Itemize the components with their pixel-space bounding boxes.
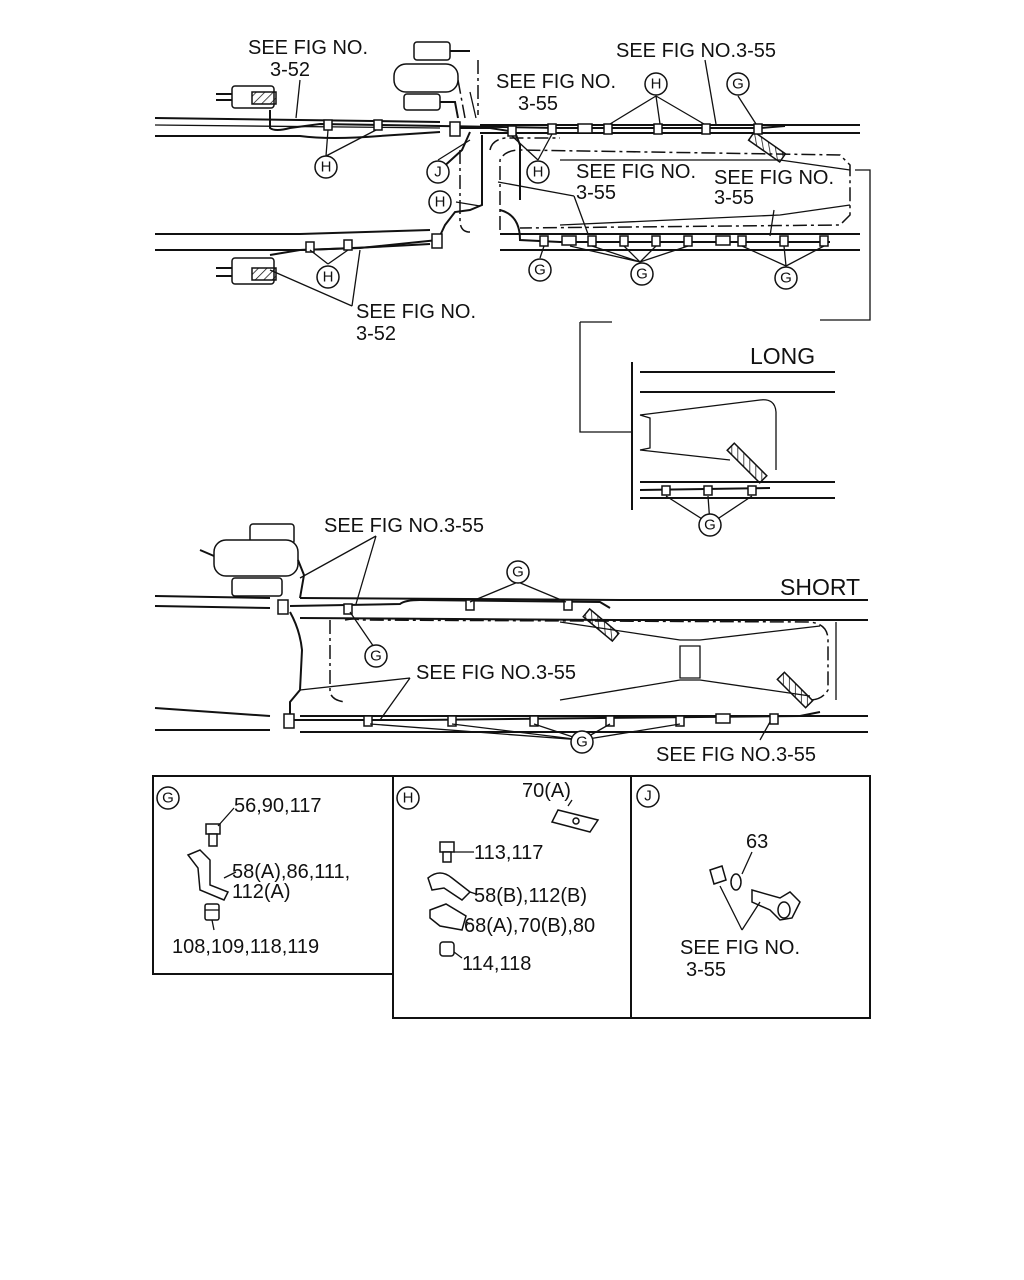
svg-text:H: H: [651, 76, 662, 93]
svg-text:G: G: [534, 262, 546, 279]
svg-text:G: G: [732, 76, 744, 93]
callout-g-top-4: G: [774, 266, 798, 290]
callout-g-top-3: G: [630, 262, 654, 286]
bolt-icon: [205, 823, 221, 847]
label-short-see-3-55-mid: SEE FIG NO.3-55: [416, 662, 576, 684]
label-see-3-55-mid: SEE FIG NO. 3-55: [576, 161, 702, 204]
fitting-nut-icon: [709, 865, 727, 885]
svg-text:H: H: [323, 269, 334, 286]
callout-g-short-1: G: [506, 560, 530, 584]
callout-g-long: G: [698, 513, 722, 537]
nut-icon: [204, 903, 220, 921]
legend-boxes: G 56,90,117 58(A),86,111, 112(A) 108,109…: [152, 775, 871, 1019]
svg-text:J: J: [434, 164, 442, 181]
label-g-nut: 108,109,118,119: [172, 936, 319, 958]
label-h-plate: 70(A): [522, 780, 571, 802]
svg-text:G: G: [704, 517, 716, 534]
label-h-clip-b: 68(A),70(B),80: [464, 915, 595, 937]
legend-h: H 70(A) 113,117 58(B),112(B) 68(A),7: [396, 780, 600, 975]
label-see-3-55-right: SEE FIG NO. 3-55: [714, 167, 840, 209]
svg-text:G: G: [370, 648, 382, 665]
label-h-nut: 114,118: [462, 953, 531, 975]
callout-g-short-3: G: [570, 730, 594, 754]
air-tanks-short: [199, 523, 306, 599]
svg-text:H: H: [435, 194, 446, 211]
callout-h-top-5: H: [316, 265, 340, 289]
air-tanks-top: [393, 41, 470, 119]
nut-icon: [439, 941, 455, 957]
svg-text:H: H: [533, 164, 544, 181]
callout-j-top: J: [426, 160, 450, 184]
svg-text:G: G: [162, 790, 174, 807]
label-short: SHORT: [780, 574, 860, 600]
callout-h-top-1: H: [644, 72, 668, 96]
clamp-clip-icon: [186, 849, 230, 901]
short-clips: [277, 599, 779, 729]
svg-text:G: G: [576, 734, 588, 751]
long-detail-view: G LONG: [579, 321, 835, 537]
label-short-see-3-55-top: SEE FIG NO.3-55: [324, 515, 484, 537]
label-h-clip-a: 58(B),112(B): [474, 885, 587, 907]
svg-text:G: G: [780, 270, 792, 287]
legend-g: G 56,90,117 58(A),86,111, 112(A) 108,109…: [156, 786, 356, 958]
label-see-3-52-top: SEE FIG NO. 3-52: [248, 37, 374, 81]
top-frame-view: H G H J H H G G G H SEE FIG NO. 3-52 SEE…: [154, 37, 871, 345]
label-see-3-55-upper-right: SEE FIG NO.3-55: [616, 40, 776, 62]
callout-h-top-2: H: [314, 155, 338, 179]
short-frame-view: G G G SEE FIG NO.3-55 SHORT SEE FIG NO.3…: [154, 515, 868, 766]
callout-g-short-2: G: [364, 644, 388, 668]
washer-icon: [730, 873, 742, 891]
callout-h-top-4: H: [428, 190, 452, 214]
svg-text:H: H: [321, 159, 332, 176]
callout-g-top-1: G: [726, 72, 750, 96]
label-g-bolt: 56,90,117: [234, 795, 322, 817]
label-see-3-55-tank: SEE FIG NO. 3-55: [496, 71, 622, 115]
label-g-clip: 58(A),86,111, 112(A): [232, 861, 356, 903]
callout-g-top-2: G: [528, 258, 552, 282]
legend-j: J 63 SEE FIG NO. 3-55: [636, 784, 806, 981]
svg-text:J: J: [644, 788, 652, 805]
elbow-fitting-icon: [751, 889, 801, 921]
callout-h-top-3: H: [526, 160, 550, 184]
bolt-icon: [439, 841, 455, 863]
label-j-see: SEE FIG NO. 3-55: [680, 937, 806, 981]
svg-text:H: H: [403, 790, 414, 807]
label-short-see-3-55-bottom: SEE FIG NO.3-55: [656, 744, 816, 766]
label-h-bolt: 113,117: [474, 842, 543, 864]
front-actuator-top: [216, 85, 277, 109]
label-j-washer: 63: [746, 831, 768, 853]
saddle-clip-icon: [427, 872, 472, 901]
svg-text:G: G: [636, 266, 648, 283]
bracket-clip-icon: [429, 903, 467, 931]
svg-text:G: G: [512, 564, 524, 581]
label-long: LONG: [750, 343, 815, 369]
label-see-3-52-bottom: SEE FIG NO. 3-52: [356, 301, 482, 345]
plate-icon: [550, 809, 600, 833]
front-actuator-bottom: [216, 257, 277, 285]
